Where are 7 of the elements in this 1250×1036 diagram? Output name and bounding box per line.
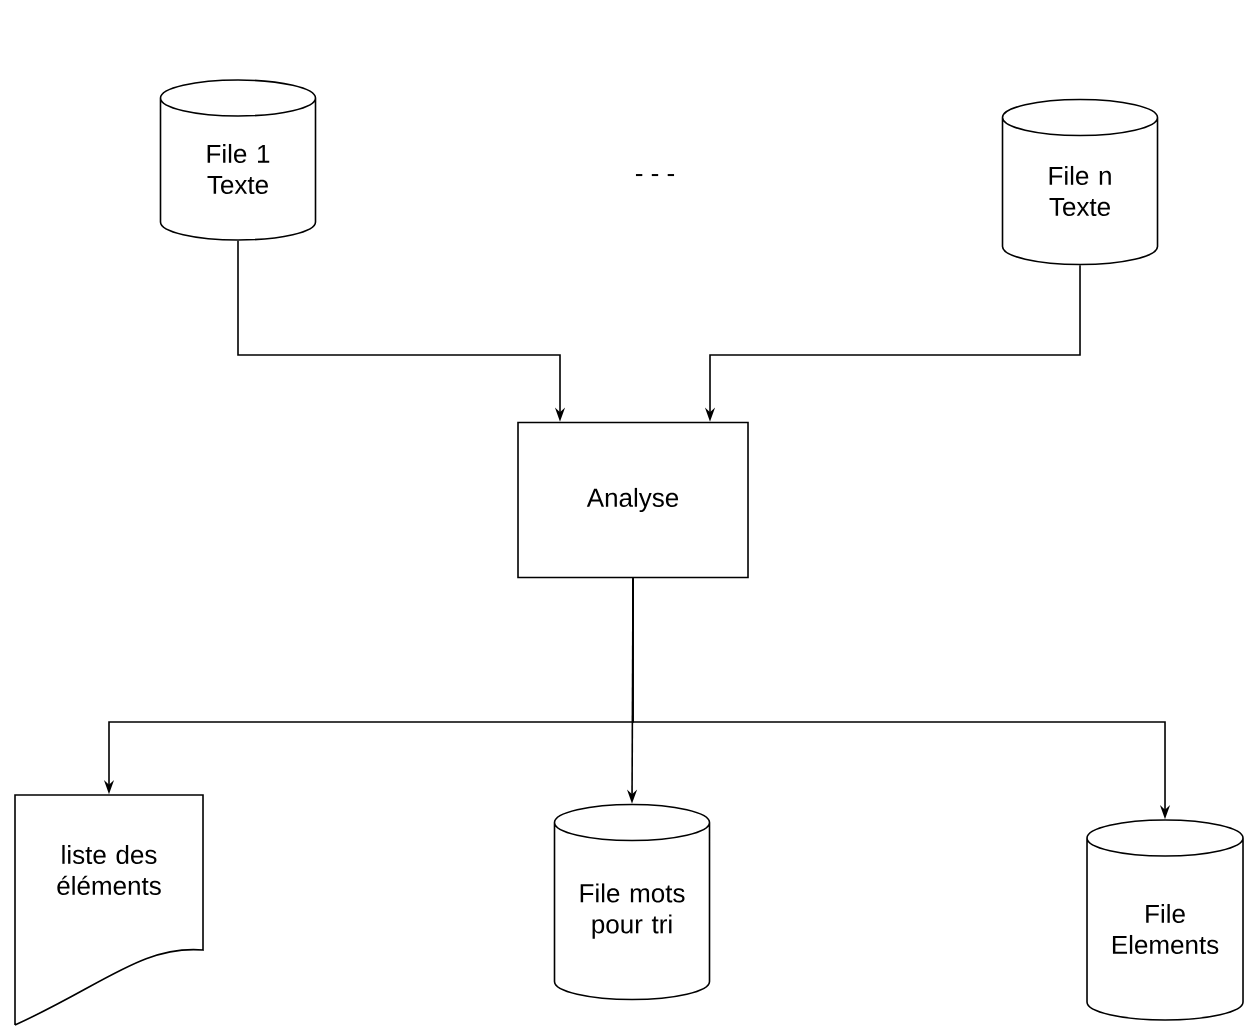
storage-cylinder: File Elements [1086, 819, 1244, 1021]
storage-cylinder: File n Texte [1001, 98, 1159, 266]
process-box: Analyse [517, 421, 749, 579]
storage-cylinder: File 1 Texte [159, 79, 317, 241]
document-shape: liste des éléments [14, 794, 204, 1026]
ellipsis-dashes: - - - [635, 174, 675, 177]
storage-cylinder: File mots pour tri [553, 803, 711, 1001]
